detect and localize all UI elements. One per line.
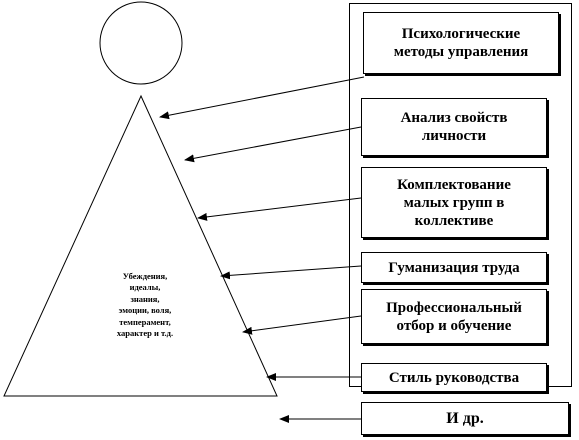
trait-line: Убеждения,: [122, 271, 168, 281]
box-line: Профессиональный: [386, 299, 522, 316]
box-line: Комплектование: [397, 176, 511, 193]
box-humanization: Гуманизация труда: [361, 252, 547, 283]
box-line: личности: [421, 128, 487, 144]
box-leadership-style: Стиль руководства: [361, 363, 547, 392]
box-professional-selection: Профессиональный отбор и обучение: [361, 289, 547, 344]
arrow-professional-selection: [242, 315, 362, 335]
personality-traits-text: Убеждения, идеалы, знания, эмоции, воля,…: [90, 271, 200, 340]
box-line: Анализ свойств: [400, 110, 508, 126]
arrow-psych-methods: [159, 76, 365, 120]
box-psychological-methods: Психологические методы управления: [363, 12, 559, 74]
trait-line: знания,: [130, 293, 160, 304]
arrow-small-groups: [197, 197, 362, 221]
box-line: малых групп в: [403, 194, 505, 211]
box-line: Психологические: [401, 26, 521, 42]
box-line: Гуманизация труда: [388, 259, 520, 276]
arrow-personality-analysis: [184, 126, 362, 163]
trait-line: темперамент,: [119, 316, 171, 327]
box-etc: И др.: [361, 402, 569, 435]
box-personality-analysis: Анализ свойств личности: [361, 98, 547, 156]
trait-line: эмоции, воля,: [118, 305, 172, 316]
box-line: Стиль руководства: [388, 369, 520, 386]
box-small-groups: Комплектование малых групп в коллективе: [361, 167, 547, 238]
person-body-triangle: [3, 94, 278, 397]
box-line: И др.: [446, 409, 484, 427]
box-line: отбор и обучение: [396, 317, 512, 334]
arrow-humanization: [220, 265, 362, 280]
box-line: коллективе: [414, 212, 494, 229]
box-line: методы управления: [393, 44, 529, 60]
trait-line: идеалы,: [129, 282, 161, 293]
person-head-circle: [99, 1, 183, 85]
trait-line: характер и т.д.: [116, 328, 174, 339]
